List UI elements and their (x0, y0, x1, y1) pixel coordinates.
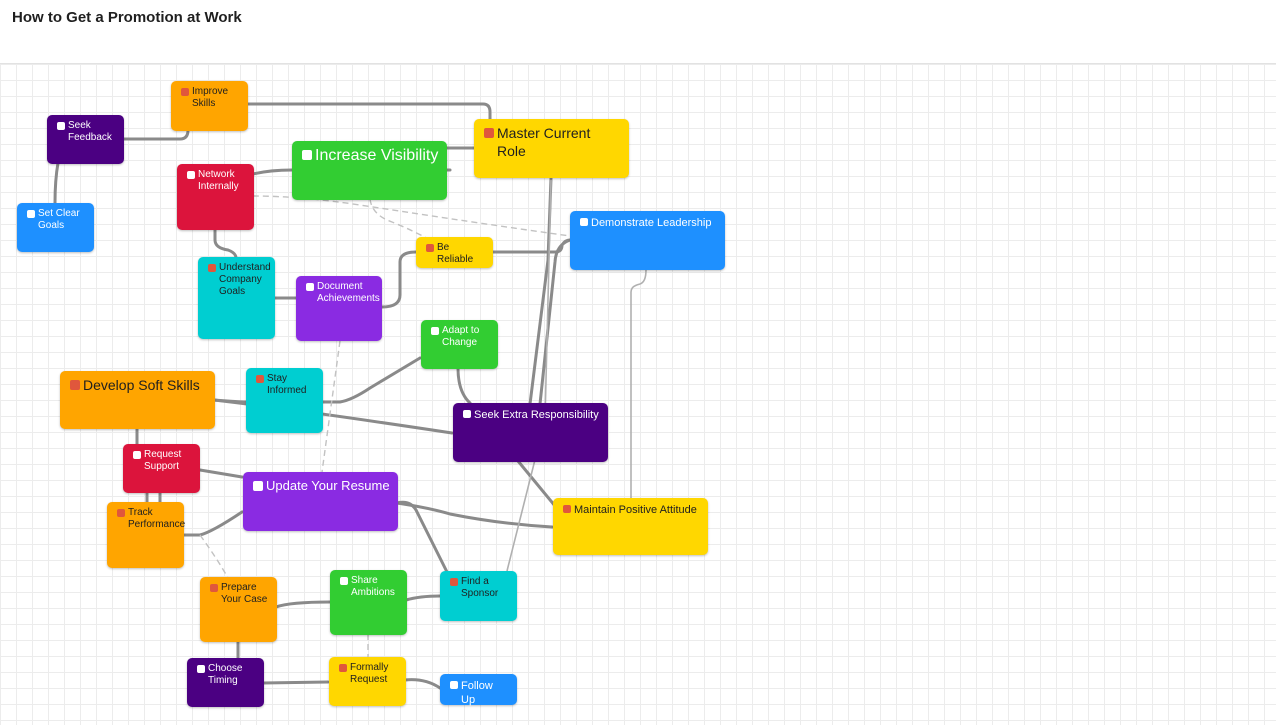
link-network-visibility (251, 168, 294, 176)
sos-icon (133, 451, 141, 459)
node-label: Adapt to Change (442, 325, 480, 348)
link-update-sponsor (395, 500, 450, 576)
node-master-current-role[interactable]: Master Current Role (474, 119, 629, 178)
node-label: Follow Up (461, 680, 493, 706)
node-find-a-sponsor[interactable]: Find a Sponsor (440, 571, 517, 621)
refresh-icon (431, 327, 439, 335)
page-title: How to Get a Promotion at Work (12, 9, 242, 26)
node-label: Understand Company Goals (219, 262, 271, 297)
node-choose-timing[interactable]: Choose Timing (187, 658, 264, 707)
node-label: Document Achievements (317, 281, 380, 304)
link-prepare-share (274, 600, 332, 609)
link-stay-adapt (321, 356, 422, 404)
link-share-sponsor (404, 594, 442, 602)
node-label: Stay Informed (267, 373, 307, 396)
dashed-visibility-reliable (369, 198, 431, 241)
node-follow-up[interactable]: Follow Up (440, 674, 517, 706)
node-be-reliable[interactable]: Be Reliable (416, 237, 493, 268)
node-demonstrate-leadership[interactable]: Demonstrate Leadership (570, 211, 725, 270)
link-positive-leadership (630, 269, 647, 498)
node-maintain-positive-attitude[interactable]: Maintain Positive Attitude (553, 498, 708, 555)
node-update-your-resume[interactable]: Update Your Resume (243, 472, 398, 531)
chart-icon (181, 88, 189, 96)
node-understand-company-goals[interactable]: Understand Company Goals (198, 257, 275, 339)
node-label: Choose Timing (208, 663, 243, 686)
node-label: Maintain Positive Attitude (574, 504, 697, 516)
link-leadership-extra (538, 238, 572, 406)
node-improve-skills[interactable]: Improve Skills (171, 81, 248, 131)
memo-icon (253, 481, 263, 491)
link-document-reliable (380, 250, 418, 309)
node-label: Share Ambitions (351, 575, 395, 598)
dashed-track-prepare (199, 534, 229, 579)
node-stay-informed[interactable]: Stay Informed (246, 368, 323, 433)
link-request-track (145, 491, 162, 504)
node-label: Formally Request (350, 662, 389, 685)
node-label: Find a Sponsor (461, 576, 499, 599)
node-label: Prepare Your Case (221, 582, 268, 605)
node-label: Develop Soft Skills (83, 377, 200, 393)
building-icon (208, 264, 216, 272)
node-label: Update Your Resume (266, 478, 390, 493)
repeat-icon (450, 681, 458, 689)
compass-icon (580, 218, 588, 226)
node-label: Seek Feedback (68, 120, 112, 143)
node-label: Set Clear Goals (38, 208, 80, 231)
node-label: Improve Skills (192, 86, 229, 109)
node-label: Seek Extra Responsibility (474, 409, 599, 421)
node-label: Track Performance (128, 507, 186, 530)
hourglass-icon (197, 665, 205, 673)
node-document-achievements[interactable]: Document Achievements (296, 276, 382, 341)
link-update-positive (395, 501, 554, 529)
node-seek-feedback[interactable]: Seek Feedback (47, 115, 124, 164)
node-label: Master Current Role (497, 125, 591, 159)
handshake-icon (187, 171, 195, 179)
laptop-icon (463, 410, 471, 418)
chat-icon (340, 577, 348, 585)
node-develop-soft-skills[interactable]: Develop Soft Skills (60, 371, 215, 429)
node-prepare-your-case[interactable]: Prepare Your Case (200, 577, 277, 642)
node-seek-extra-responsibility[interactable]: Seek Extra Responsibility (453, 403, 608, 462)
link-adapt-extra (456, 366, 472, 405)
document-icon (306, 283, 314, 291)
node-label: Request Support (144, 449, 182, 472)
person-icon (70, 380, 80, 390)
node-formally-request[interactable]: Formally Request (329, 657, 406, 706)
node-adapt-to-change[interactable]: Adapt to Change (421, 320, 498, 369)
briefcase-icon (450, 578, 458, 586)
link-track-update (181, 510, 244, 537)
envelope-icon (339, 664, 347, 672)
link-network-understand (213, 227, 238, 260)
newspaper-icon (256, 375, 264, 383)
node-label: Network Internally (198, 169, 239, 192)
page-icon (210, 584, 218, 592)
node-label: Be Reliable (437, 242, 474, 265)
speech-icon (57, 122, 65, 130)
link-feedback-goals (53, 161, 60, 205)
bar-chart-icon (117, 509, 125, 517)
node-label: Demonstrate Leadership (591, 217, 712, 229)
target-icon (27, 210, 35, 218)
node-label: Increase Visibility (315, 147, 439, 164)
node-share-ambitions[interactable]: Share Ambitions (330, 570, 407, 635)
link-timing-formally (261, 680, 330, 685)
node-request-support[interactable]: Request Support (123, 444, 200, 493)
trophy-icon (484, 128, 494, 138)
node-network-internally[interactable]: Network Internally (177, 164, 254, 230)
node-increase-visibility[interactable]: Increase Visibility (292, 141, 447, 200)
link-request-update (198, 468, 244, 479)
link-improve-master (246, 102, 492, 122)
dashed-document-resume (321, 340, 341, 473)
smile-icon (563, 505, 571, 513)
node-track-performance[interactable]: Track Performance (107, 502, 186, 568)
node-set-clear-goals[interactable]: Set Clear Goals (17, 203, 94, 252)
eye-icon (302, 150, 312, 160)
link-formally-followup (403, 678, 442, 690)
link-feedback-improve (121, 128, 190, 141)
dashed-network-leadership (252, 195, 571, 237)
clock-icon (426, 244, 434, 252)
